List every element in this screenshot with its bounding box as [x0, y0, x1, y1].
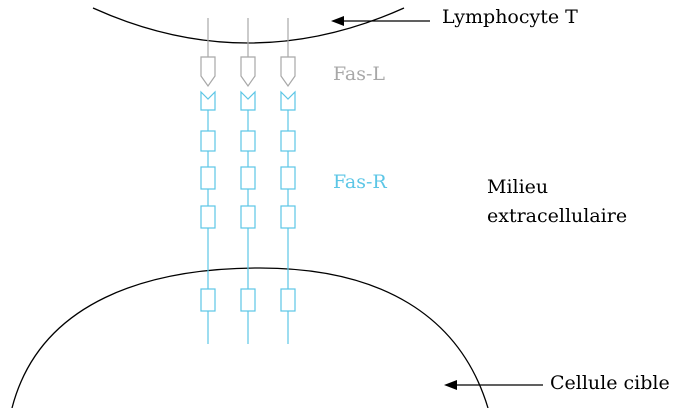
- label-fas-l: Fas-L: [333, 63, 385, 86]
- fas-r-domain: [201, 167, 215, 189]
- fas-r-domain: [281, 131, 295, 151]
- receptor-group: [201, 18, 295, 344]
- receptor-column: [201, 18, 215, 344]
- fas-l-ligand: [281, 57, 295, 86]
- receptor-column: [241, 18, 255, 344]
- label-milieu-line1: Milieu: [487, 173, 627, 202]
- fas-r-domain: [241, 131, 255, 151]
- fas-r-domain: [241, 289, 255, 311]
- fas-r-domain: [241, 167, 255, 189]
- fas-r-domain: [201, 289, 215, 311]
- fas-r-domain: [281, 206, 295, 228]
- label-milieu-extracellulaire: Milieu extracellulaire: [487, 173, 627, 231]
- receptor-column: [281, 18, 295, 344]
- label-fas-r: Fas-R: [333, 171, 387, 194]
- fas-r-domain: [201, 206, 215, 228]
- fas-r-binding-site: [281, 92, 295, 110]
- fas-r-domain: [281, 167, 295, 189]
- fas-r-domain: [281, 289, 295, 311]
- fas-l-ligand: [241, 57, 255, 86]
- fas-r-binding-site: [201, 92, 215, 110]
- fas-l-ligand: [201, 57, 215, 86]
- arrow-target-cell: [444, 380, 543, 390]
- fas-r-domain: [241, 206, 255, 228]
- label-lymphocyte-t: Lymphocyte T: [442, 6, 578, 29]
- fas-r-domain: [201, 131, 215, 151]
- label-cellule-cible: Cellule cible: [550, 372, 670, 395]
- label-milieu-line2: extracellulaire: [487, 202, 627, 231]
- fas-r-binding-site: [241, 92, 255, 110]
